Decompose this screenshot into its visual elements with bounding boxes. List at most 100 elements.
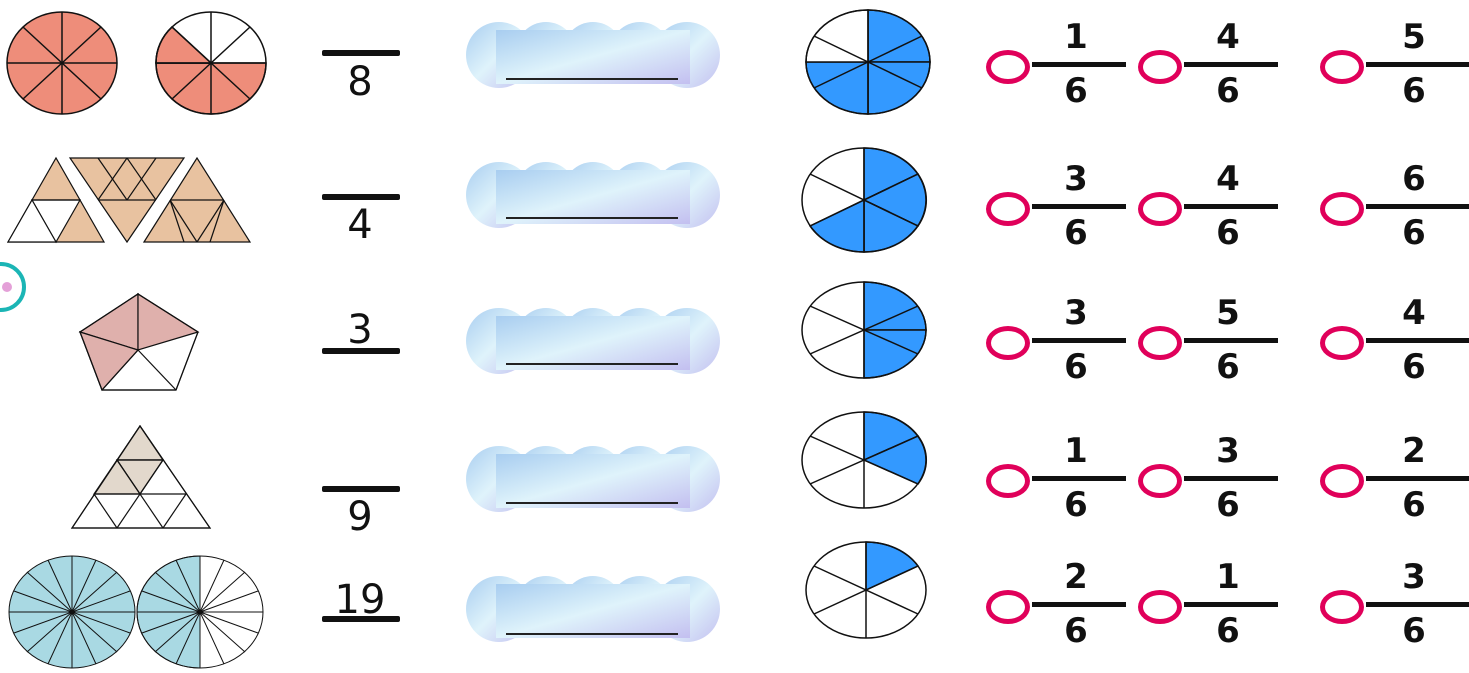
fraction-bar bbox=[322, 348, 400, 354]
logo bbox=[0, 262, 26, 312]
fraction-numerator: 3 bbox=[347, 307, 373, 353]
option-choice[interactable]: 1 6 bbox=[1136, 552, 1446, 652]
option-radio[interactable] bbox=[1138, 192, 1182, 226]
option-denominator: 6 bbox=[1216, 213, 1240, 253]
option-numerator: 5 bbox=[1402, 17, 1426, 57]
pie-sixths bbox=[801, 147, 928, 253]
answer-cloud[interactable] bbox=[466, 162, 720, 228]
triangle-ninths-shape bbox=[70, 424, 212, 529]
option-fraction-bar bbox=[1032, 476, 1126, 481]
pie-sixths bbox=[801, 281, 927, 379]
option-choice[interactable]: 3 6 bbox=[984, 154, 1294, 254]
answer-cloud[interactable] bbox=[466, 446, 720, 512]
option-radio[interactable] bbox=[1320, 192, 1364, 226]
option-choice[interactable]: 4 6 bbox=[1136, 12, 1446, 112]
answer-cloud[interactable] bbox=[466, 308, 720, 374]
option-radio[interactable] bbox=[986, 464, 1030, 498]
option-fraction-bar bbox=[1366, 338, 1469, 343]
option-radio[interactable] bbox=[1320, 590, 1364, 624]
option-numerator: 5 bbox=[1216, 293, 1240, 333]
option-choice[interactable]: 3 6 bbox=[1318, 552, 1469, 652]
option-radio[interactable] bbox=[986, 590, 1030, 624]
option-denominator: 6 bbox=[1064, 347, 1088, 387]
option-radio[interactable] bbox=[1320, 50, 1364, 84]
option-numerator: 4 bbox=[1216, 17, 1240, 57]
option-denominator: 6 bbox=[1064, 71, 1088, 111]
option-denominator: 6 bbox=[1064, 485, 1088, 525]
answer-line bbox=[506, 633, 678, 635]
circles-sixteenths-shape bbox=[8, 555, 264, 669]
option-denominator: 6 bbox=[1216, 611, 1240, 651]
option-denominator: 6 bbox=[1216, 485, 1240, 525]
option-choice[interactable]: 1 6 bbox=[984, 12, 1294, 112]
pie-sixths bbox=[805, 9, 931, 115]
option-fraction-bar bbox=[1184, 476, 1278, 481]
option-denominator: 6 bbox=[1402, 213, 1426, 253]
option-fraction-bar bbox=[1184, 338, 1278, 343]
option-numerator: 3 bbox=[1064, 293, 1088, 333]
option-fraction-bar bbox=[1366, 62, 1469, 67]
option-radio[interactable] bbox=[1320, 464, 1364, 498]
answer-cloud[interactable] bbox=[466, 576, 720, 642]
option-choice[interactable]: 6 6 bbox=[1318, 154, 1469, 254]
option-numerator: 3 bbox=[1064, 159, 1088, 199]
option-denominator: 6 bbox=[1402, 347, 1426, 387]
option-radio[interactable] bbox=[1138, 464, 1182, 498]
pie-sixths bbox=[801, 411, 928, 509]
option-choice[interactable]: 4 6 bbox=[1136, 154, 1446, 254]
option-radio[interactable] bbox=[1138, 326, 1182, 360]
triangles-shape bbox=[6, 156, 252, 244]
fraction-numerator: 19 bbox=[334, 577, 386, 623]
answer-line bbox=[506, 78, 678, 80]
option-choice[interactable]: 5 6 bbox=[1136, 288, 1446, 388]
option-denominator: 6 bbox=[1402, 71, 1426, 111]
option-denominator: 6 bbox=[1402, 611, 1426, 651]
answer-cloud[interactable] bbox=[466, 22, 720, 88]
answer-line bbox=[506, 502, 678, 504]
option-denominator: 6 bbox=[1064, 611, 1088, 651]
fraction-bar bbox=[322, 50, 400, 56]
option-numerator: 2 bbox=[1402, 431, 1426, 471]
option-numerator: 3 bbox=[1216, 431, 1240, 471]
option-choice[interactable]: 3 6 bbox=[984, 288, 1294, 388]
option-numerator: 4 bbox=[1216, 159, 1240, 199]
option-fraction-bar bbox=[1366, 476, 1469, 481]
fraction-bar bbox=[322, 616, 400, 622]
option-choice[interactable]: 2 6 bbox=[1318, 426, 1469, 526]
option-choice[interactable]: 1 6 bbox=[984, 426, 1294, 526]
option-radio[interactable] bbox=[1138, 50, 1182, 84]
circles-eighths-shape bbox=[6, 11, 267, 115]
option-fraction-bar bbox=[1366, 204, 1469, 209]
answer-line bbox=[506, 363, 678, 365]
pentagon-shape bbox=[78, 292, 200, 392]
option-radio[interactable] bbox=[1138, 590, 1182, 624]
option-choice[interactable]: 4 6 bbox=[1318, 288, 1469, 388]
option-numerator: 4 bbox=[1402, 293, 1426, 333]
option-fraction-bar bbox=[1184, 204, 1278, 209]
fraction-bar bbox=[322, 194, 400, 200]
fraction-denominator: 8 bbox=[347, 59, 373, 105]
option-radio[interactable] bbox=[986, 326, 1030, 360]
option-denominator: 6 bbox=[1216, 347, 1240, 387]
option-radio[interactable] bbox=[986, 192, 1030, 226]
option-radio[interactable] bbox=[1320, 326, 1364, 360]
option-fraction-bar bbox=[1032, 204, 1126, 209]
fraction-denominator: 9 bbox=[347, 494, 373, 540]
option-fraction-bar bbox=[1032, 338, 1126, 343]
fraction-denominator: 4 bbox=[347, 202, 373, 248]
option-choice[interactable]: 2 6 bbox=[984, 552, 1294, 652]
option-numerator: 1 bbox=[1216, 557, 1240, 597]
option-radio[interactable] bbox=[986, 50, 1030, 84]
option-fraction-bar bbox=[1032, 62, 1126, 67]
option-numerator: 1 bbox=[1064, 431, 1088, 471]
logo-flower-icon bbox=[2, 282, 12, 292]
option-numerator: 3 bbox=[1402, 557, 1426, 597]
option-denominator: 6 bbox=[1402, 485, 1426, 525]
option-fraction-bar bbox=[1366, 602, 1469, 607]
option-choice[interactable]: 3 6 bbox=[1136, 426, 1446, 526]
answer-line bbox=[506, 217, 678, 219]
pie-sixths bbox=[805, 541, 927, 639]
option-choice[interactable]: 5 6 bbox=[1318, 12, 1469, 112]
option-fraction-bar bbox=[1032, 602, 1126, 607]
option-fraction-bar bbox=[1184, 62, 1278, 67]
